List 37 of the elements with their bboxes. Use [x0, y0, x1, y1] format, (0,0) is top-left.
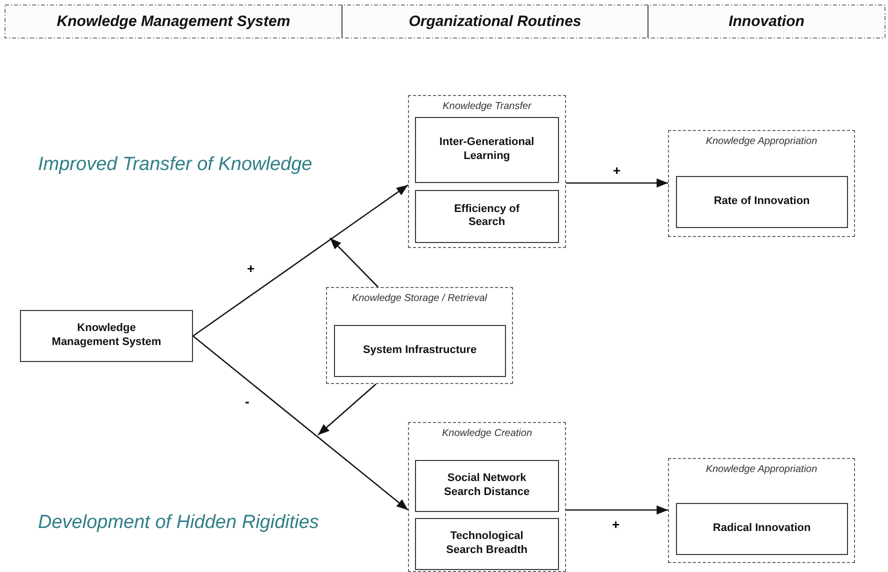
box-label: Inter-Generational Learning: [438, 136, 536, 164]
group-title: Knowledge Storage / Retrieval: [350, 293, 488, 304]
group-title: Knowledge Appropriation: [704, 136, 818, 147]
group-title: Knowledge Transfer: [442, 101, 532, 112]
pathway-heading: Improved Transfer of Knowledge: [38, 154, 312, 176]
concept-box: [20, 310, 193, 362]
concept-box: [334, 324, 506, 377]
column-header: Knowledge Management System: [56, 13, 290, 30]
column-header: Organizational Routines: [408, 13, 582, 30]
box-label: Knowledge Management System: [50, 322, 162, 350]
box-label: Radical Innovation: [712, 522, 812, 536]
box-label: Technological Search Breadth: [445, 530, 528, 558]
group-title: Knowledge Creation: [440, 428, 534, 439]
concept-box: [414, 460, 559, 512]
concept-box: [676, 502, 848, 555]
arrow: [566, 178, 668, 188]
pathway-heading: Development of Hidden Rigidities: [38, 512, 319, 534]
box-label: Efficiency of Search: [453, 202, 520, 230]
group-frame: [408, 95, 566, 248]
group-title: Knowledge Appropriation: [704, 464, 818, 475]
arrow: [192, 336, 408, 510]
arrow: [192, 184, 408, 337]
concept-box: [414, 116, 559, 183]
arrow: [566, 505, 668, 515]
concept-box: [414, 190, 559, 243]
group-frame: [668, 130, 855, 237]
box-label: Rate of Innovation: [712, 194, 811, 209]
moderating-arrow: [330, 238, 378, 288]
box-label: Social Network Search Distance: [442, 472, 531, 500]
moderating-arrow: [318, 384, 376, 436]
concept-box: [414, 518, 559, 570]
box-label: System Infrastructure: [362, 344, 478, 358]
group-frame: [326, 287, 513, 384]
group-frame: [408, 422, 566, 572]
column-header: Innovation: [728, 13, 804, 30]
group-frame: [668, 458, 855, 563]
concept-box: [676, 176, 848, 228]
